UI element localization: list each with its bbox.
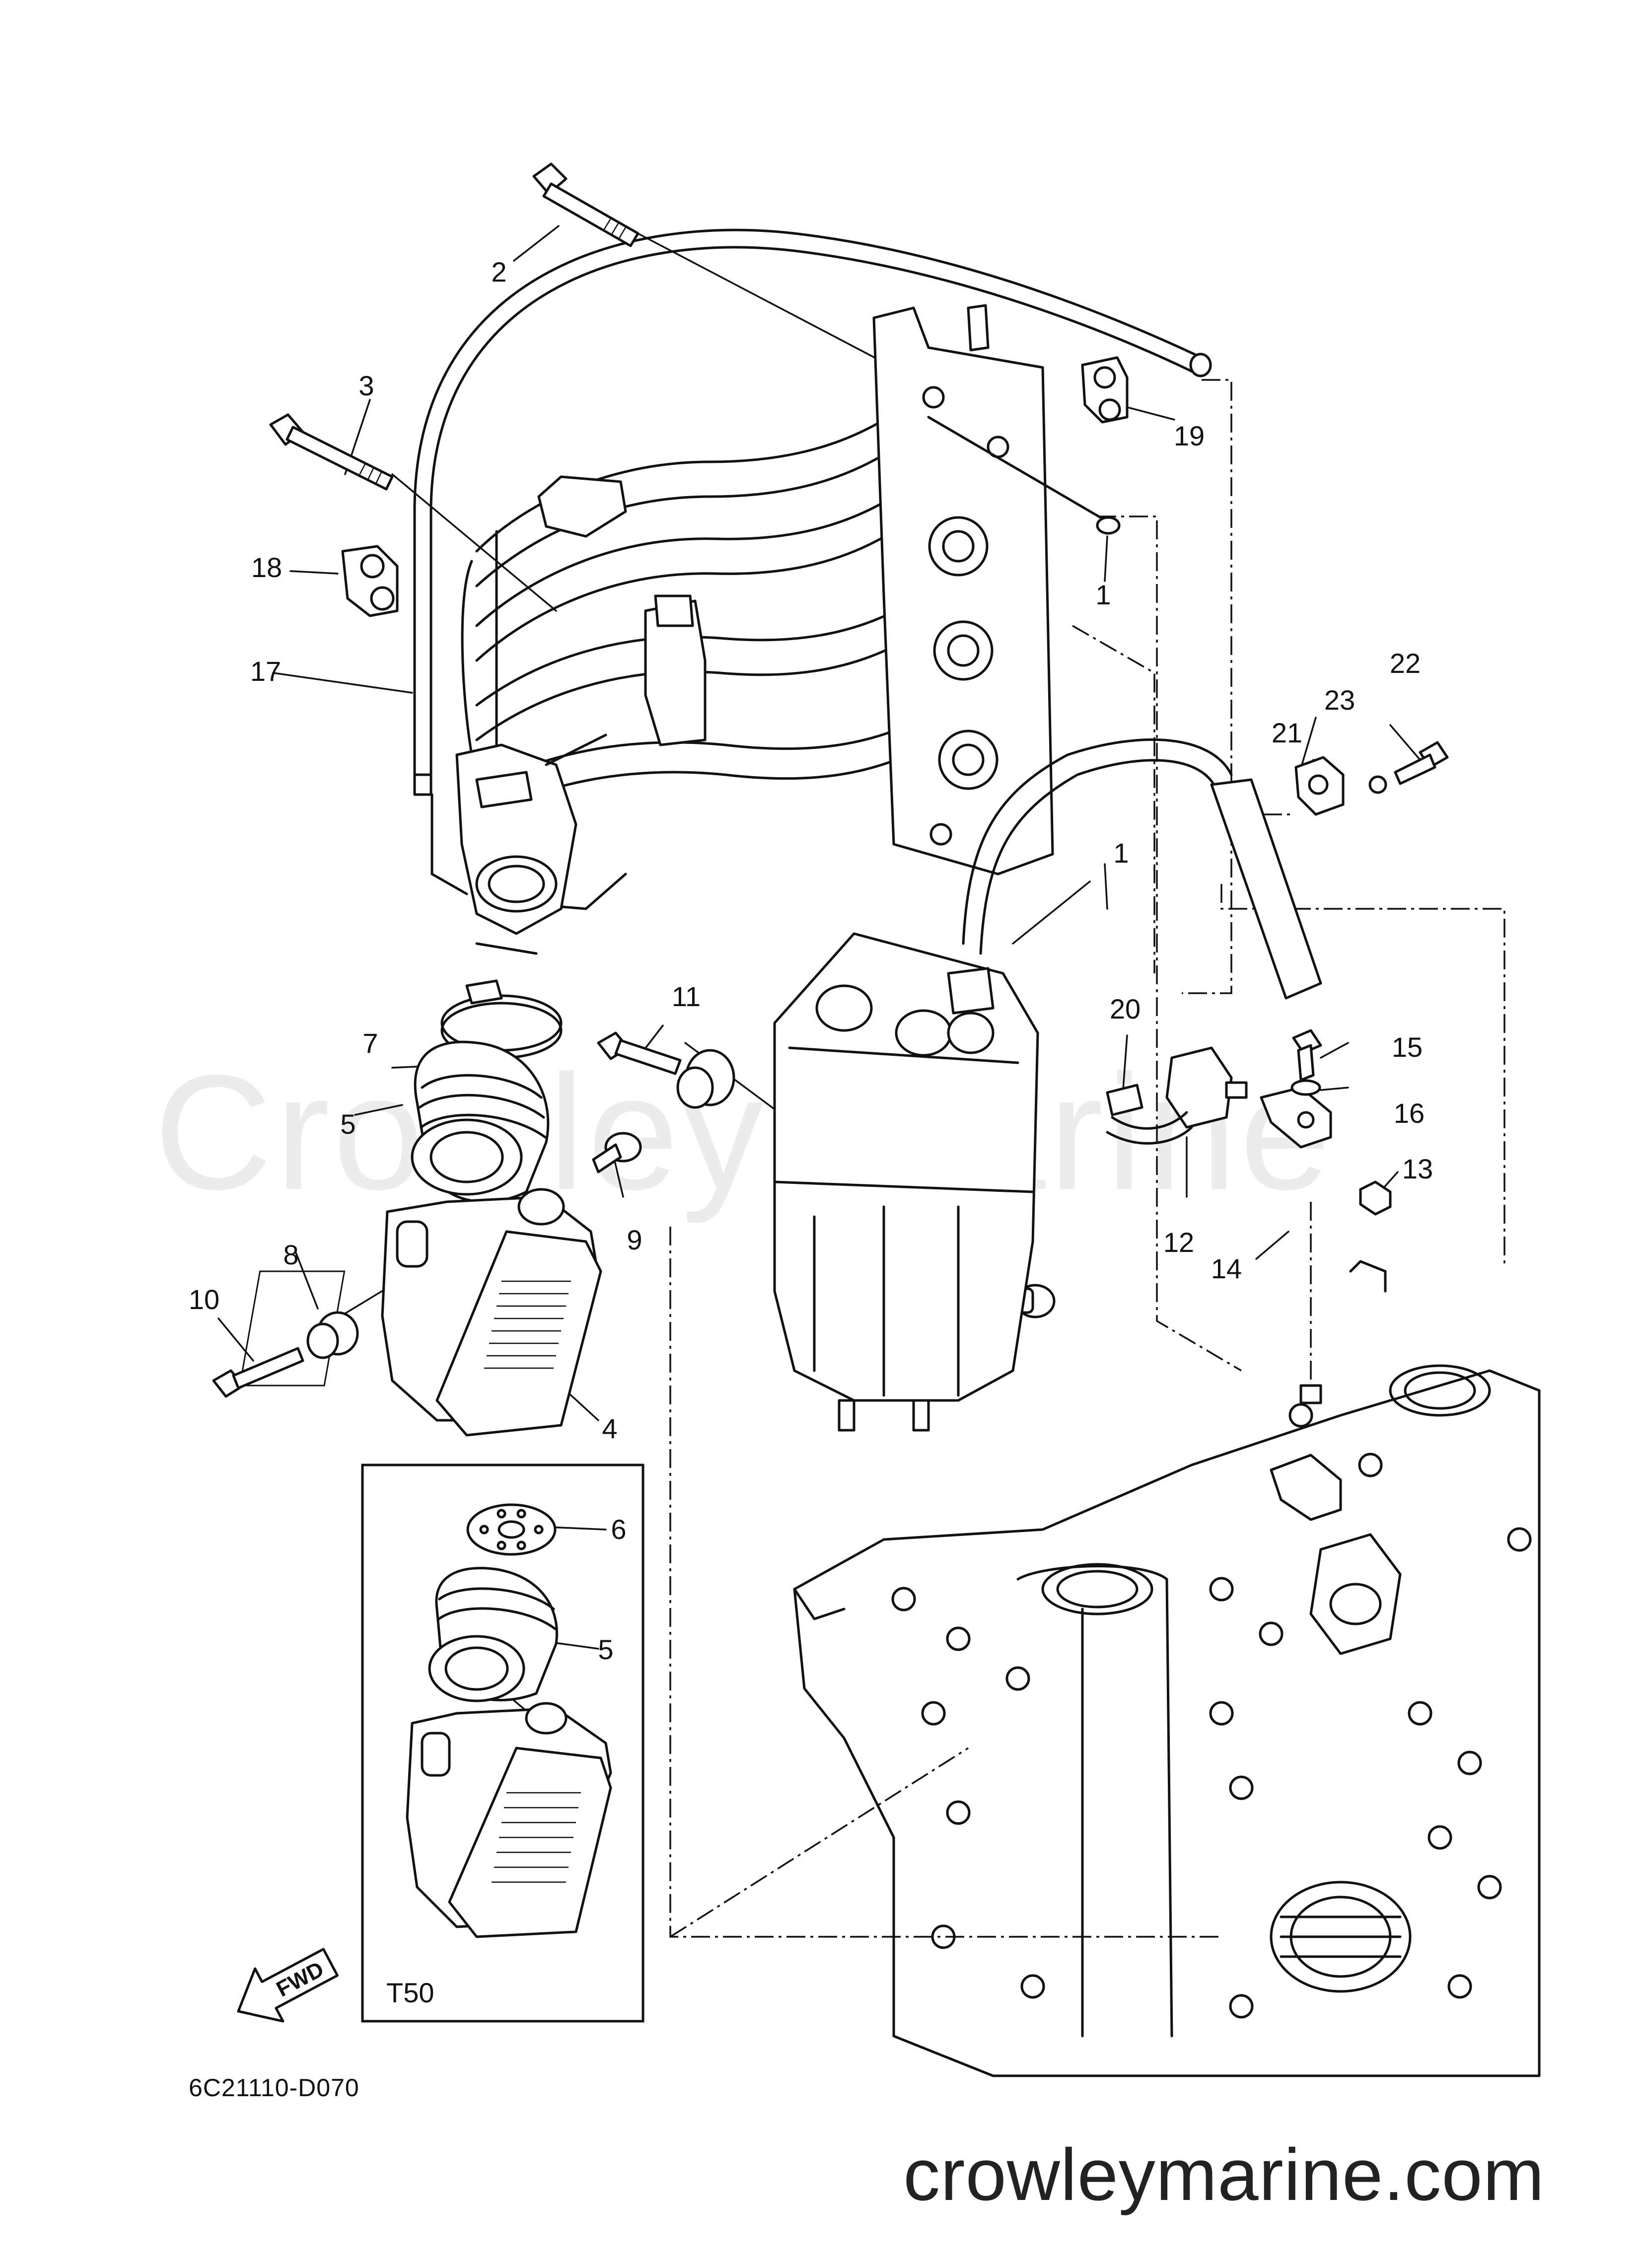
- clamp-21: [1294, 756, 1345, 816]
- inset-grille: [492, 1792, 581, 1883]
- callout-8: 8: [283, 1239, 299, 1270]
- bracket-14: [1260, 1086, 1332, 1149]
- grommet-11: [676, 1049, 735, 1109]
- intake-manifold: [430, 304, 1121, 955]
- callout-1-lower: 1: [1113, 837, 1129, 869]
- silencer-grille: [484, 1280, 571, 1369]
- callout-14: 14: [1211, 1253, 1242, 1284]
- screw-22: [1394, 741, 1449, 785]
- site-footer: crowleymarine.com: [903, 2134, 1545, 2216]
- callout-5-inset: 5: [598, 1634, 614, 1665]
- callout-17: 17: [250, 656, 282, 687]
- callout-23: 23: [1324, 684, 1356, 716]
- callout-22: 22: [1389, 648, 1421, 679]
- inset-label-t50: T50: [386, 1977, 434, 2008]
- callout-2: 2: [491, 256, 507, 288]
- assembly-lines: [669, 379, 1505, 1938]
- callout-7: 7: [362, 1027, 378, 1059]
- bolt-10: [212, 1347, 304, 1398]
- bolt-3: [269, 413, 394, 491]
- washer-16: [1290, 1079, 1321, 1096]
- callout-11: 11: [671, 981, 701, 1012]
- bolt-9: [592, 1132, 642, 1173]
- rubber-boot-5: [411, 1040, 550, 1203]
- intake-silencer-4: [239, 1188, 602, 1437]
- block-bolt-holes: [891, 1403, 1532, 2019]
- callout-5-upper: 5: [340, 1108, 356, 1140]
- callout-13: 13: [1402, 1153, 1433, 1184]
- rubber-boot-5-inset: [428, 1567, 558, 1702]
- callout-18: 18: [251, 552, 283, 583]
- callout-15: 15: [1391, 1031, 1423, 1063]
- callout-6: 6: [611, 1514, 627, 1545]
- callout-10: 10: [188, 1284, 220, 1315]
- diagram-code: 6C21110-D070: [189, 2074, 359, 2102]
- callout-20: 20: [1109, 993, 1141, 1024]
- callout-9: 9: [627, 1224, 643, 1255]
- inset-box: [361, 1463, 644, 2023]
- callout-4: 4: [602, 1413, 618, 1444]
- cylinder-block: [793, 1260, 1541, 2077]
- callout-1-upper: 1: [1095, 579, 1111, 610]
- washer-23: [1368, 775, 1387, 794]
- bolt-11: [597, 1031, 682, 1075]
- vapor-separator: [773, 738, 1322, 1432]
- intake-silencer-inset: [406, 1702, 612, 1938]
- clamp-18: [341, 545, 399, 617]
- bolt-15: [1292, 1029, 1322, 1082]
- clip-20: [1106, 1084, 1143, 1116]
- fwd-arrow-icon: FWD: [237, 1948, 339, 2023]
- hose-17: [413, 228, 1212, 796]
- callout-16: 16: [1393, 1097, 1425, 1129]
- callout-21: 21: [1271, 717, 1303, 748]
- gasket-6: [466, 1503, 557, 1556]
- watermark: Crowley Marine: [154, 1040, 1334, 1224]
- callout-12: 12: [1163, 1227, 1195, 1258]
- clamp-19: [1081, 356, 1129, 424]
- callout-3: 3: [358, 370, 374, 401]
- bolt-2: [532, 162, 640, 247]
- joint-12: [1106, 1046, 1248, 1145]
- nut-13: [1359, 1180, 1392, 1216]
- callout-19: 19: [1173, 420, 1205, 451]
- hose-clamp-7: [440, 979, 563, 1059]
- grommet-8: [306, 1311, 359, 1359]
